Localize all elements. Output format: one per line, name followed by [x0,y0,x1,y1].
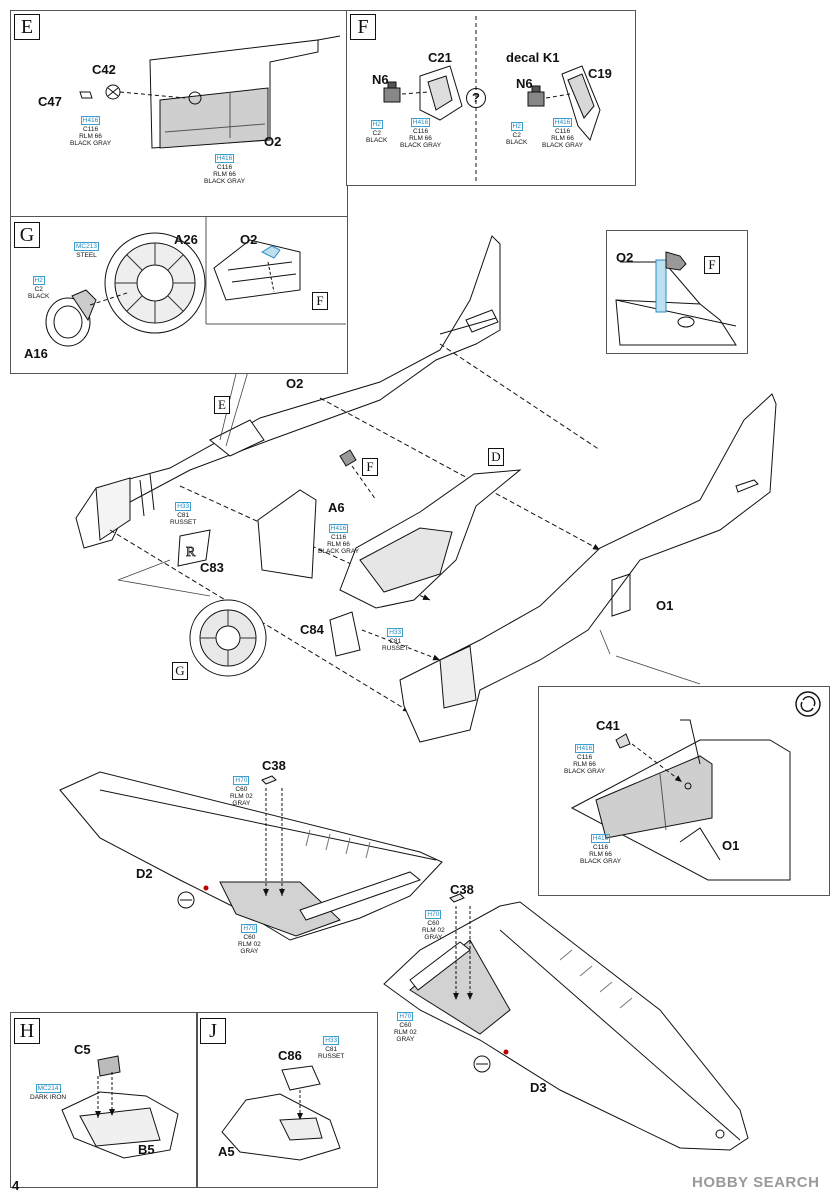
question-icon: ? [466,88,486,108]
watermark: HOBBY SEARCH [692,1174,820,1191]
part-n6-a: N6 [372,72,389,87]
ref-f-g: F [312,292,328,310]
paint-callout-g-mc213: MC213 STEEL [74,242,99,259]
ref-f-main: F [362,458,378,476]
step-g-label: G [14,222,40,248]
panel-art: R [177,489,317,579]
part-c19: C19 [588,66,612,81]
ref-d-main: D [488,448,504,466]
part-d3: D3 [530,1080,547,1095]
part-c21: C21 [428,50,452,65]
inset-o1-art [570,719,791,881]
fuselage-o1-art [329,393,777,743]
part-o2-main: O2 [286,376,304,391]
part-o2-e: O2 [264,134,282,149]
part-o2-g: O2 [240,232,258,247]
part-a26: A26 [174,232,198,247]
part-c38-right: C38 [450,882,474,897]
part-c83: C83 [200,560,224,575]
step-f-label: F [350,14,376,40]
step-j-label: J [200,1018,226,1044]
part-d2: D2 [136,866,153,881]
part-decal-k1: decal K1 [506,50,560,65]
svg-text:R: R [186,545,196,560]
step-j-art [221,1065,341,1161]
cockpit-d-art [339,449,522,609]
step-h-label: H [14,1018,40,1044]
part-c5: C5 [74,1042,91,1057]
part-o2-tail: O2 [616,250,634,265]
part-c42: C42 [92,62,116,77]
part-a6: A6 [328,500,345,515]
wing-d2-art [59,771,443,941]
part-c38-left: C38 [262,758,286,773]
engine-main-art [189,599,267,677]
part-c84: C84 [300,622,324,637]
part-c47: C47 [38,94,62,109]
page-number: 4 [12,1178,20,1193]
ref-f-tail: F [704,256,720,274]
fuselage-o2-art [75,235,601,713]
step-j-frame [196,1012,378,1188]
part-a16: A16 [24,346,48,361]
part-b5: B5 [138,1142,155,1157]
part-o1-main: O1 [656,598,674,613]
ref-g-main: G [172,662,188,680]
part-a5: A5 [218,1144,235,1159]
inset-o1-frame [538,686,830,896]
step-h-frame [10,1012,198,1188]
paint-callout-h-mc214: MC214 DARK IRON [30,1084,67,1101]
ref-e-main: E [214,396,230,414]
step-e-label: E [14,14,40,40]
part-c86: C86 [278,1048,302,1063]
wing-d3-art [383,893,749,1151]
part-o1-inset: O1 [722,838,740,853]
part-c41: C41 [596,718,620,733]
rotate-icon [795,691,821,717]
step-h-art [61,1055,179,1159]
part-n6-b: N6 [516,76,533,91]
